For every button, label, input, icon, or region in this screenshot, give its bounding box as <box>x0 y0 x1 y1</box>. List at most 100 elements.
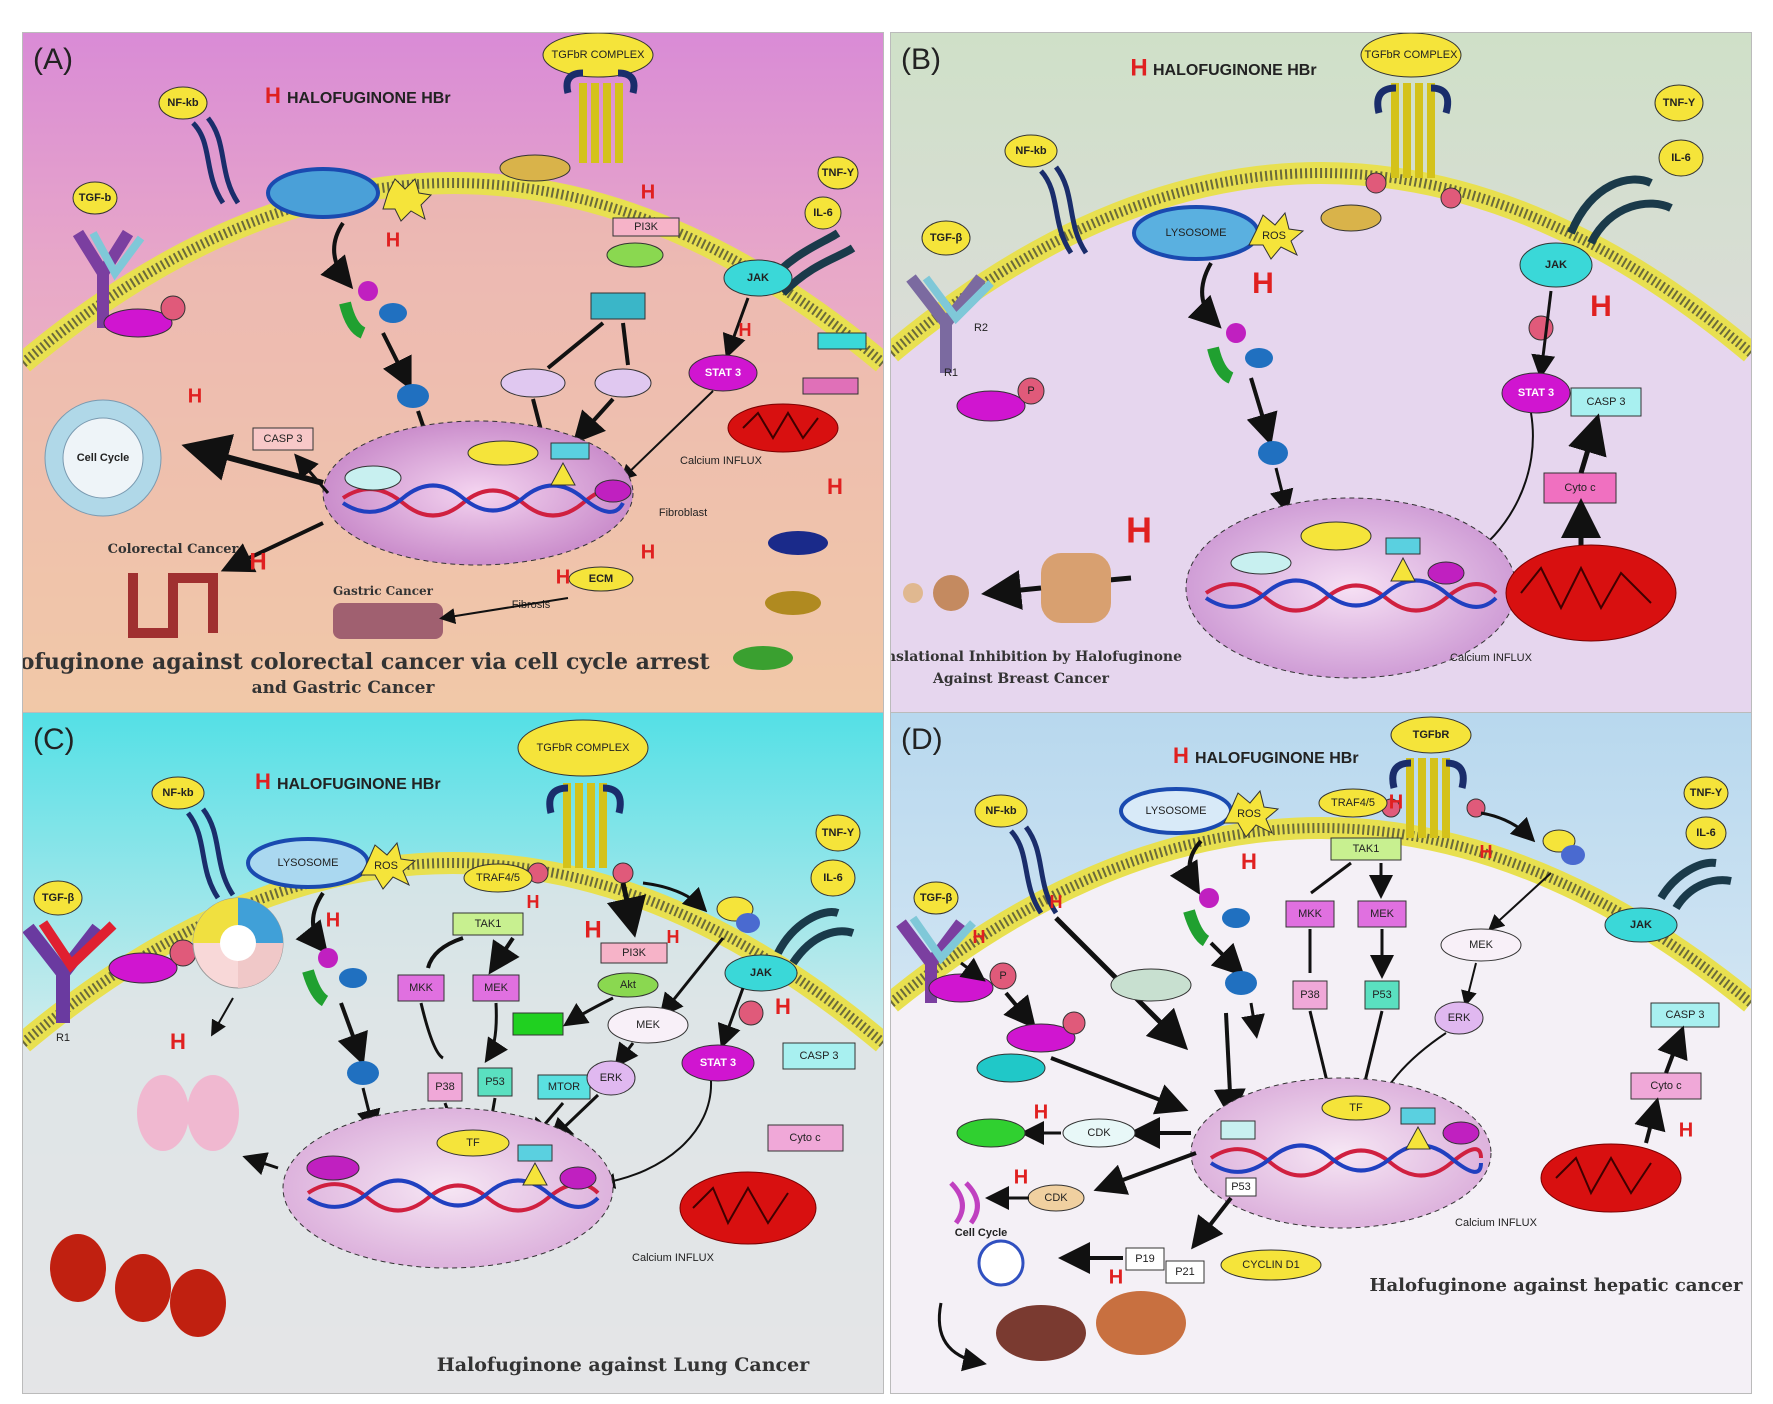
node <box>909 915 976 965</box>
node <box>742 411 819 440</box>
il6-ligand <box>810 859 856 897</box>
phospho-node <box>1017 377 1045 405</box>
colorectal-label: Colorectal Cancer <box>108 542 239 557</box>
tgfb-label: TGF-b <box>79 192 112 204</box>
tgfbr-complex-label: TGFbR <box>1413 729 1450 741</box>
jak-label: JAK <box>750 967 772 979</box>
arrow <box>981 570 1042 610</box>
inhibitor-icon: H <box>255 769 271 794</box>
inhibitor-icon: H <box>1252 267 1274 300</box>
phospho-node <box>989 962 1017 990</box>
cytoc-box <box>767 1124 844 1152</box>
il6-receptor <box>1657 858 1732 911</box>
node <box>339 968 367 988</box>
tak1-box <box>1330 837 1402 861</box>
tgfb-label: TGF-β <box>920 892 953 904</box>
node <box>306 1155 360 1181</box>
arrow <box>1191 1196 1233 1250</box>
inhibitor-icon: H <box>641 541 655 563</box>
fibroblast-label: Fibroblast <box>659 507 707 519</box>
lung-cancer-images <box>50 1234 226 1337</box>
p21-label: P21 <box>1175 1266 1195 1278</box>
jak-label: JAK <box>747 272 769 284</box>
il6-label: IL-6 <box>1696 827 1716 839</box>
lysosome-label: LYSOSOME <box>1146 805 1207 817</box>
tf-label: TF <box>1349 1102 1363 1114</box>
arrow <box>959 957 986 982</box>
arrow <box>337 1002 368 1066</box>
arrow <box>620 390 714 481</box>
arrow <box>1488 872 1552 931</box>
tgfb-label: TGF-β <box>42 892 75 904</box>
calcium-label: Calcium INFLUX <box>680 455 763 467</box>
p38-box <box>427 1072 463 1102</box>
cytoc-label: Cyto c <box>1650 1080 1682 1092</box>
node <box>1245 348 1273 368</box>
inhibitor-icon: H <box>170 1029 186 1054</box>
dna-strand <box>341 487 625 518</box>
node <box>472 974 520 1002</box>
dna-strand <box>306 1182 600 1213</box>
mek-label: MEK <box>636 1019 661 1031</box>
mtor-label: MTOR <box>548 1081 580 1093</box>
node <box>736 913 760 933</box>
casp3-box <box>782 1042 856 1070</box>
mkk-box <box>1285 900 1335 928</box>
tgfbr-complex-label: TGFbR COMPLEX <box>537 742 631 754</box>
r1-label: R1 <box>56 1032 70 1044</box>
nfkb-dimer <box>339 301 366 339</box>
stat3-label: STAT 3 <box>705 367 741 379</box>
node <box>976 1053 1046 1083</box>
inhibitor-icon: H <box>641 181 655 203</box>
tgfb-ligand <box>921 220 971 256</box>
mkk-label: MKK <box>1298 908 1323 920</box>
casp3-box <box>1650 1002 1720 1028</box>
mek-label: MEK <box>1469 939 1494 951</box>
casp3-label: CASP 3 <box>264 433 303 445</box>
panel-d-diagram: (D) H HALOFUGINONE HBr TGFbR NF-kb H TGF… <box>891 713 1751 1393</box>
node <box>347 1061 379 1085</box>
r2-label: R2 <box>974 322 988 334</box>
caption-line-2: and Gastric Cancer <box>252 678 436 698</box>
inhibitor-icon: H <box>1109 1266 1123 1288</box>
breast-image <box>1041 553 1111 623</box>
casp3-box <box>252 427 314 451</box>
stat3-label: STAT 3 <box>700 1057 736 1069</box>
inhibitor-icon: H <box>584 916 601 943</box>
node <box>318 948 338 968</box>
il6-receptor <box>774 908 855 966</box>
node <box>517 1144 553 1162</box>
tgfb-receptor <box>906 274 986 373</box>
tnfa-label: TNF-Y <box>1690 787 1723 799</box>
node <box>522 1161 548 1186</box>
inhibitor-icon: H <box>1034 1101 1048 1123</box>
node <box>38 920 117 973</box>
il6-ligand <box>1658 139 1704 177</box>
erk-node <box>586 1060 636 1096</box>
calcium-label: Calcium INFLUX <box>1455 1217 1538 1229</box>
inhibitor-icon: H <box>1480 842 1493 862</box>
p19-box <box>1125 1247 1165 1271</box>
arrow <box>1480 811 1536 843</box>
chromosome-image <box>949 1181 980 1225</box>
lysosome-label: LYSOSOME <box>1166 227 1227 239</box>
ros-burst <box>1223 789 1280 838</box>
ros-burst <box>1248 211 1305 260</box>
ros-label: ROS <box>1237 808 1261 820</box>
tf-node <box>1321 1095 1391 1121</box>
cell-cycle-label: Cell Cycle <box>77 452 130 464</box>
mitochondrion <box>1505 544 1677 642</box>
node <box>802 377 859 395</box>
akt-node <box>597 972 659 998</box>
ecm-node <box>568 566 634 592</box>
stat3-node <box>688 354 758 392</box>
nfkb-ligand <box>158 86 208 120</box>
node <box>1226 323 1246 343</box>
arrow <box>1310 861 1381 893</box>
drug-label: HALOFUGINONE HBr <box>287 90 451 107</box>
node <box>1006 1023 1076 1053</box>
node <box>1427 561 1465 585</box>
node <box>1225 971 1257 995</box>
mtor-box <box>590 292 646 320</box>
arrow <box>1657 1025 1688 1074</box>
